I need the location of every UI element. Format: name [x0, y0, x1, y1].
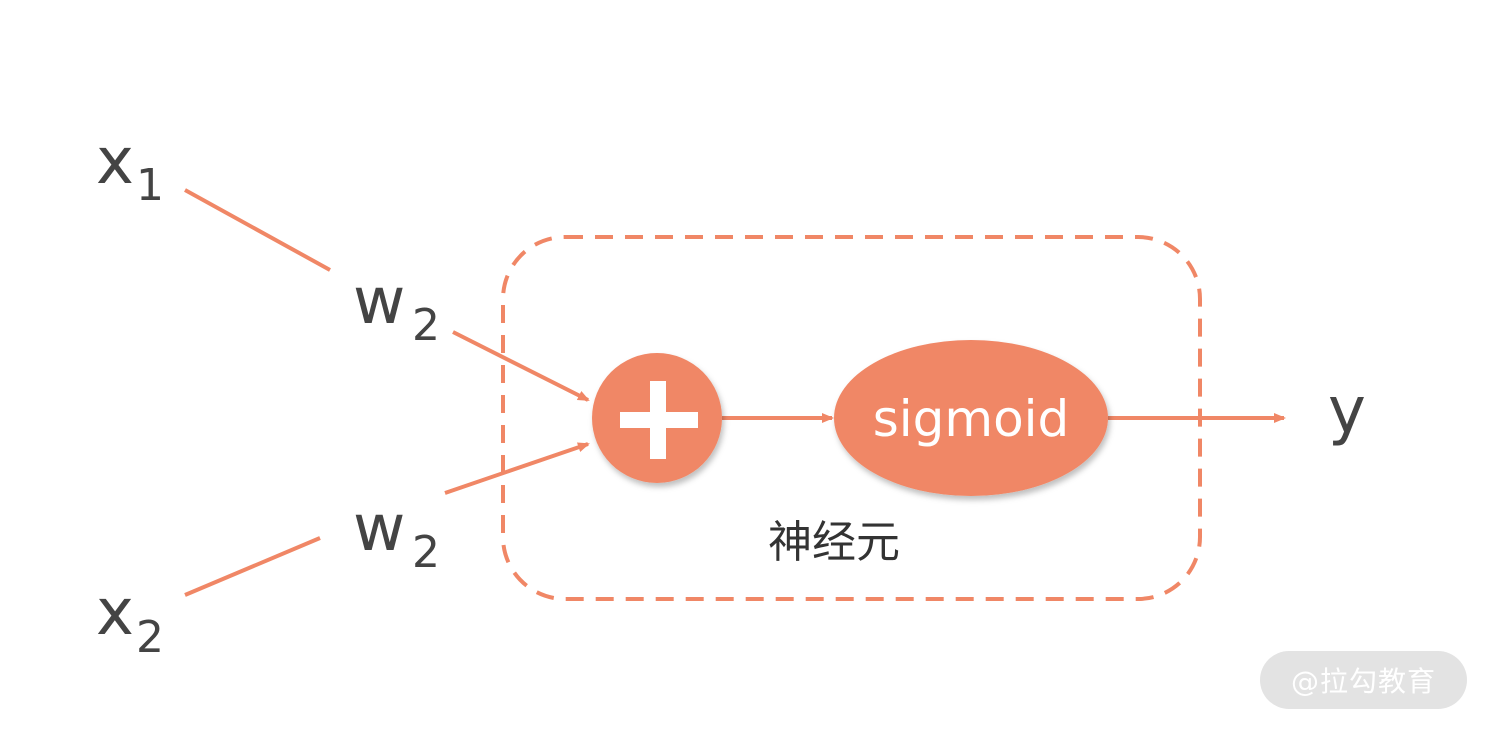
sum-node: [592, 353, 722, 483]
sigmoid-node: sigmoid: [834, 340, 1108, 496]
input-x1: x1: [96, 125, 164, 211]
plus-icon-horizontal: [620, 412, 698, 428]
edge-w-lower-to-sum: [444, 442, 590, 495]
edge-x1-to-w-upper: [184, 188, 331, 272]
input-x2: x2: [96, 576, 164, 663]
weight-lower-base: w: [353, 492, 405, 566]
input-x1-subscript: 1: [136, 160, 164, 211]
weight-upper-base: w: [353, 265, 405, 339]
sigmoid-label: sigmoid: [873, 390, 1070, 448]
input-x1-base: x: [96, 125, 134, 199]
output-y: y: [1328, 374, 1366, 448]
neuron-label: 神经元: [768, 517, 900, 568]
edge-x2-to-w-lower: [184, 536, 321, 597]
input-x2-base: x: [96, 576, 134, 650]
edge-w-upper-to-sum: [452, 330, 590, 402]
weight-upper-subscript: 2: [412, 300, 440, 351]
watermark-badge: @拉勾教育: [1260, 651, 1467, 709]
input-x2-subscript: 2: [136, 612, 164, 663]
watermark-text: @拉勾教育: [1290, 665, 1436, 698]
weight-lower-subscript: 2: [412, 527, 440, 578]
